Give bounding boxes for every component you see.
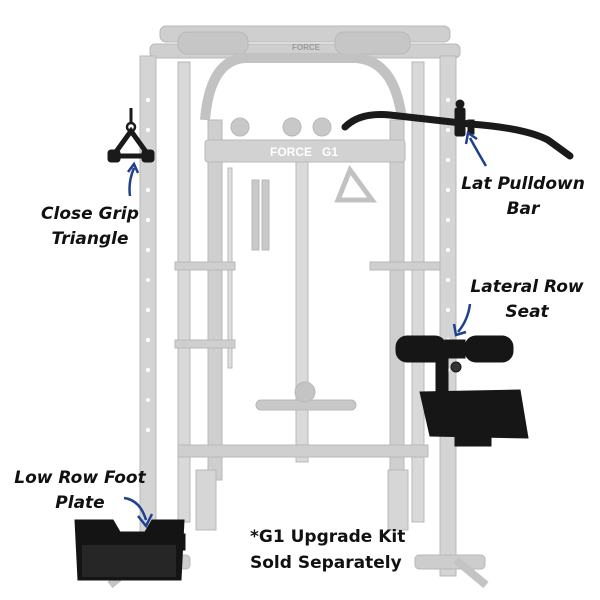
close-grip-label-line1: Close Grip [41, 204, 139, 224]
low-row-label-line1: Low Row Foot [14, 468, 146, 488]
close-grip-label: Close Grip Triangle [20, 202, 160, 252]
lateral-row-seat-image [395, 335, 529, 447]
low-row-label-line2: Plate [55, 493, 105, 513]
rack-frame [107, 25, 489, 589]
lateral-row-label: Lateral Row Seat [462, 275, 592, 325]
top-brand-text: FORCE [292, 43, 321, 52]
upgrade-kit-note: *G1 Upgrade Kit Sold Separately [250, 524, 405, 576]
lat-pulldown-label-line2: Bar [506, 199, 540, 219]
upgrade-kit-note-line2: Sold Separately [250, 553, 402, 573]
lat-pulldown-bar-image [341, 99, 574, 160]
lateral-row-label-line2: Seat [505, 302, 549, 322]
lat-pulldown-label: Lat Pulldown Bar [450, 172, 596, 222]
frame-model-text: G1 [322, 145, 338, 159]
close-grip-arrow [127, 161, 140, 197]
low-row-label: Low Row Foot Plate [4, 466, 156, 516]
lateral-row-label-line1: Lateral Row [470, 277, 584, 297]
lateral-row-arrow [452, 303, 472, 337]
low-row-arrow [123, 496, 154, 529]
lat-pulldown-arrow [464, 130, 488, 167]
close-grip-label-line2: Triangle [51, 229, 129, 249]
lat-pulldown-label-line1: Lat Pulldown [461, 174, 585, 194]
upgrade-kit-note-line1: *G1 Upgrade Kit [250, 527, 406, 547]
frame-brand-text: FORCE [270, 145, 312, 159]
low-row-foot-plate-image [74, 519, 186, 581]
close-grip-triangle-image [107, 108, 155, 163]
